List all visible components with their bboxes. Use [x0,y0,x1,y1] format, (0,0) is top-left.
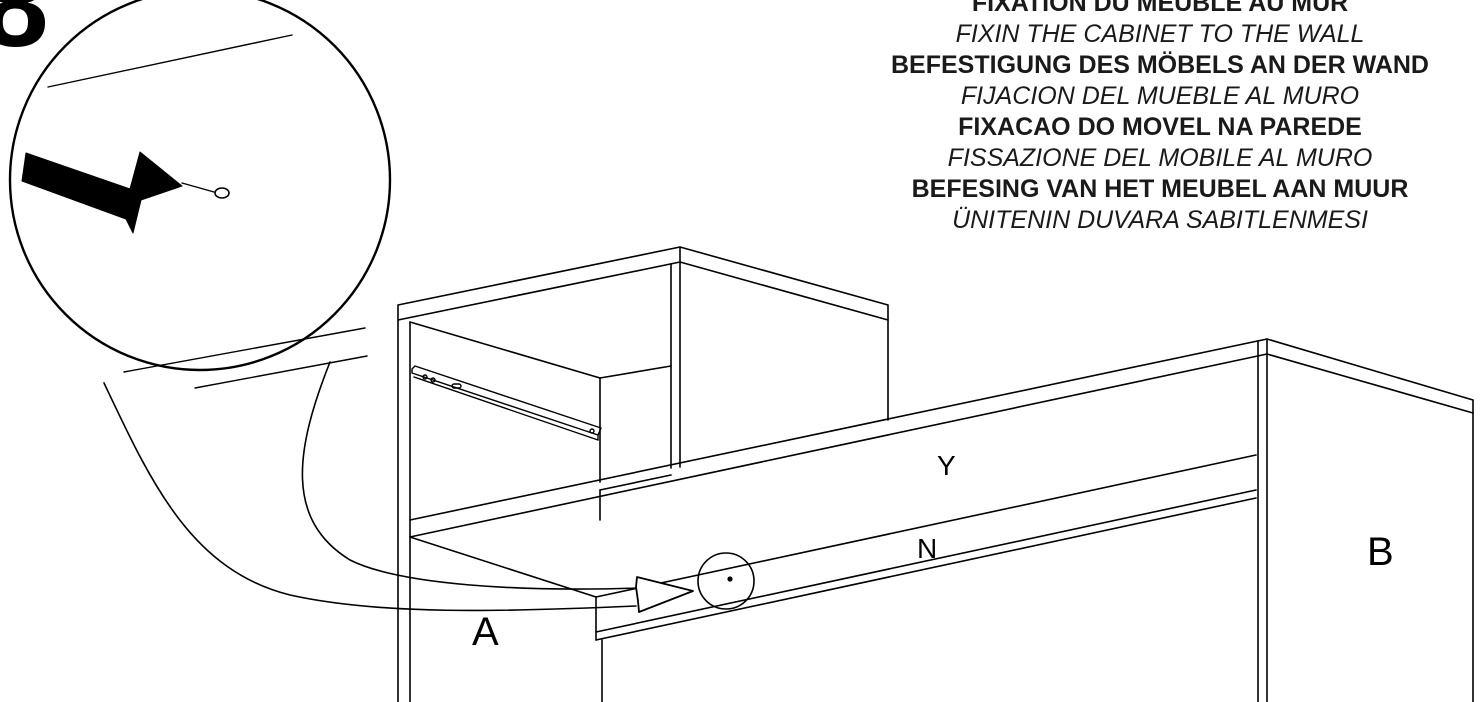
instruction-titles: FIXATION DU MEUBLE AU MUR FIXIN THE CABI… [840,0,1480,236]
title-italian: FISSAZIONE DEL MOBILE AL MURO [947,144,1373,172]
title-english: FIXIN THE CABINET TO THE WALL [955,20,1365,48]
part-label-a: A [472,610,499,654]
title-german: BEFESTIGUNG DES MÖBELS AN DER WAND [891,51,1429,79]
leader-lines [103,361,641,612]
part-label-y: Y [937,450,956,481]
drawer-rail [411,365,602,441]
back-cabinet [397,246,889,702]
hole-marker [697,552,755,610]
detail-magnifier [8,0,392,389]
step-number: 8 [0,0,49,72]
front-cabinet [409,338,1474,702]
thick-arrow-icon [21,151,183,234]
part-label-b: B [1367,530,1394,574]
title-spanish: FIJACION DEL MUEBLE AL MURO [960,82,1360,110]
title-portuguese: FIXACAO DO MOVEL NA PAREDE [958,113,1362,141]
title-turkish: ÜNITENIN DUVARA SABITLENMESI [952,206,1368,234]
title-french: FIXATION DU MEUBLE AU MUR [971,0,1349,17]
outline-arrow-icon [635,576,694,613]
title-dutch: BEFESING VAN HET MEUBEL AAN MUUR [911,175,1409,203]
part-label-n: N [917,533,938,564]
